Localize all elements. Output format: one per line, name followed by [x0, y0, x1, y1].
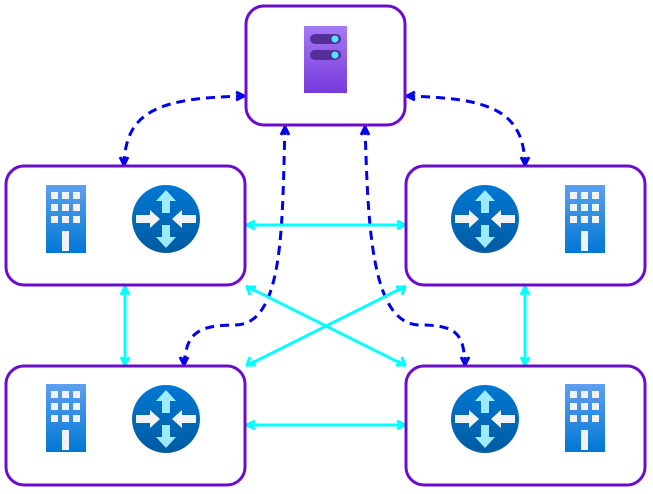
dashed-edge-hub-bottom-right[interactable]	[363, 125, 467, 367]
arrowheads	[118, 90, 531, 431]
arrowhead-tl-bl-top	[119, 286, 131, 296]
dashed-edge-hub-bottom-left[interactable]	[182, 125, 287, 367]
arrowhead-bl-br-left	[246, 419, 256, 431]
arrowhead-hub-left	[235, 90, 245, 102]
arrowhead-bottom-left-top	[178, 356, 190, 366]
arrowhead-tr-br-bottom	[519, 356, 531, 366]
building-icon	[565, 185, 605, 253]
arrowhead-top-left-top	[118, 156, 130, 166]
arrowhead-tl-tr-right	[396, 219, 406, 231]
node-hub[interactable]	[244, 4, 407, 127]
router-icon	[132, 385, 200, 453]
edges	[122, 94, 527, 427]
arrowhead-tl-br-end	[396, 356, 407, 367]
router-icon	[132, 185, 200, 253]
arrowhead-hub-right	[406, 90, 416, 102]
arrowhead-bottom-right-top	[459, 356, 471, 366]
dashed-edge-hub-top-left[interactable]	[122, 94, 246, 167]
dashed-edge-hub-top-right[interactable]	[405, 94, 527, 167]
arrowhead-top-right-top	[519, 156, 531, 166]
arrowhead-hub-bottom-right	[359, 126, 371, 136]
node-site-bottom-right[interactable]	[404, 364, 647, 487]
building-icon	[46, 384, 86, 452]
arrowhead-hub-bottom-left	[279, 126, 291, 136]
arrowhead-tl-br-start	[245, 285, 256, 296]
arrowhead-tr-bl-end	[245, 356, 256, 367]
node-site-top-left[interactable]	[4, 164, 247, 287]
solid-edge-top-right-bottom-left[interactable]	[245, 284, 407, 368]
arrowhead-tl-tr-left	[246, 219, 256, 231]
router-icon	[451, 385, 519, 453]
node-site-bottom-left[interactable]	[4, 364, 247, 487]
building-icon	[46, 185, 86, 253]
arrowhead-tl-bl-bottom	[119, 356, 131, 366]
arrowhead-bl-br-right	[396, 419, 406, 431]
server-icon	[304, 26, 347, 93]
node-site-top-right[interactable]	[404, 164, 647, 287]
building-icon	[565, 384, 605, 452]
router-icon	[451, 185, 519, 253]
arrowhead-tr-bl-start	[396, 285, 407, 296]
arrowhead-tr-br-top	[519, 286, 531, 296]
